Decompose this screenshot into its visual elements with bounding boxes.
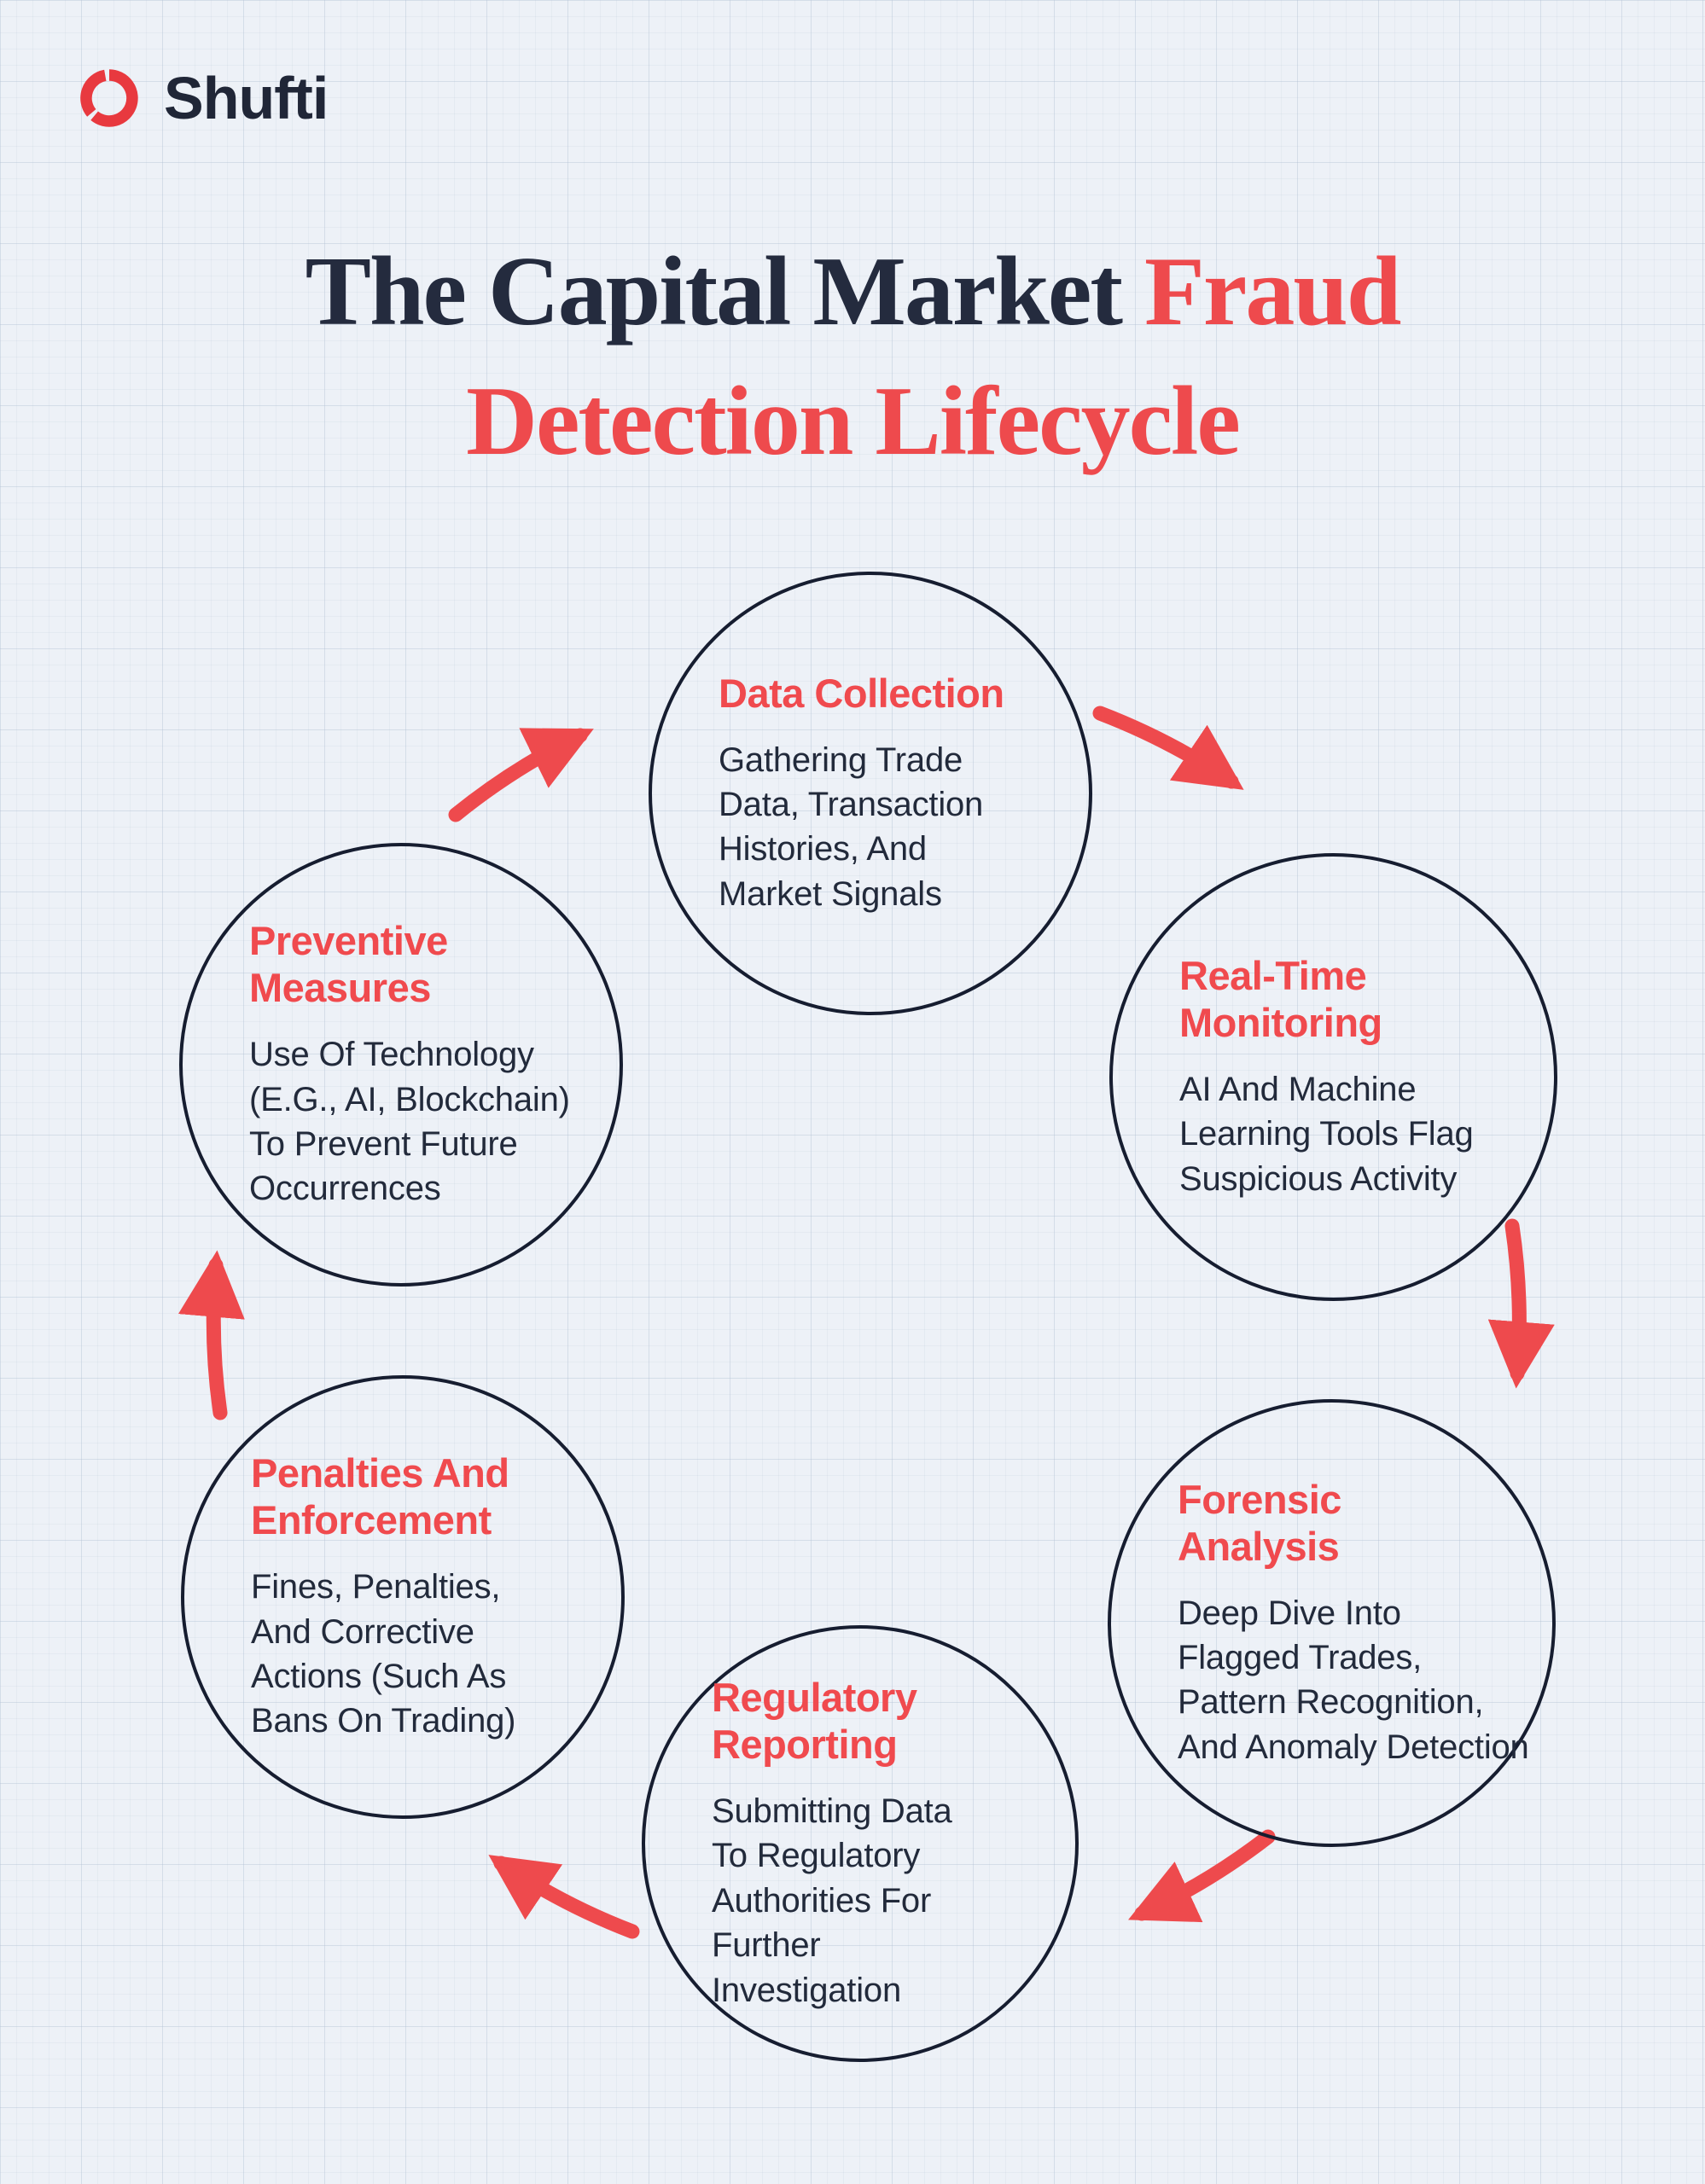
shufti-ring-icon — [80, 69, 138, 127]
flow-arrow-penalties-to-preventive — [177, 1250, 245, 1420]
step-title: Forensic Analysis — [1178, 1476, 1341, 1569]
step-description: AI And Machine Learning Tools Flag Suspi… — [1179, 1070, 1474, 1198]
step-circle-real-time-monitoring: Real-Time Monitoring AI And Machine Lear… — [1109, 853, 1557, 1301]
step-description: Gathering Trade Data, Transaction Histor… — [719, 741, 984, 913]
page-title: The Capital Market Fraud Detection Lifec… — [0, 227, 1705, 486]
title-dark-part: The Capital Market — [305, 237, 1144, 346]
step-title: Regulatory Reporting — [712, 1675, 917, 1768]
brand-name: Shufti — [164, 65, 329, 131]
step-title: Real-Time Monitoring — [1179, 952, 1382, 1045]
page-title-line2: Detection Lifecycle — [466, 367, 1241, 476]
step-description: Submitting Data To Regulatory Authoritie… — [712, 1792, 952, 2009]
step-description: Fines, Penalties, And Corrective Actions… — [251, 1568, 516, 1740]
brand-logo: Shufti — [80, 65, 329, 131]
flow-arrow-monitoring-to-forensic — [1487, 1218, 1555, 1389]
step-description: Deep Dive Into Flagged Trades, Pattern R… — [1178, 1594, 1529, 1766]
step-circle-data-collection: Data Collection Gathering Trade Data, Tr… — [649, 572, 1092, 1015]
step-circle-forensic-analysis: Forensic Analysis Deep Dive Into Flagged… — [1108, 1399, 1556, 1847]
flow-arrow-collection-to-monitoring — [1092, 706, 1244, 790]
step-title: Data Collection — [719, 670, 1004, 716]
flow-arrow-reporting-to-penalties — [488, 1855, 640, 1939]
flow-arrow-preventive-to-collection — [448, 728, 594, 822]
title-red-part: Fraud — [1143, 237, 1401, 346]
page-title-line1: The Capital Market Fraud — [0, 227, 1705, 357]
step-title: Penalties And Enforcement — [251, 1450, 509, 1543]
step-circle-regulatory-reporting: Regulatory Reporting Submitting Data To … — [642, 1625, 1079, 2062]
step-circle-preventive-measures: Preventive Measures Use Of Technology (E… — [179, 843, 623, 1287]
step-description: Use Of Technology (E.G., AI, Blockchain)… — [249, 1036, 570, 1208]
step-title: Preventive Measures — [249, 918, 448, 1011]
flow-arrow-forensic-to-reporting — [1128, 1829, 1276, 1923]
step-circle-penalties-enforcement: Penalties And Enforcement Fines, Penalti… — [181, 1375, 625, 1819]
